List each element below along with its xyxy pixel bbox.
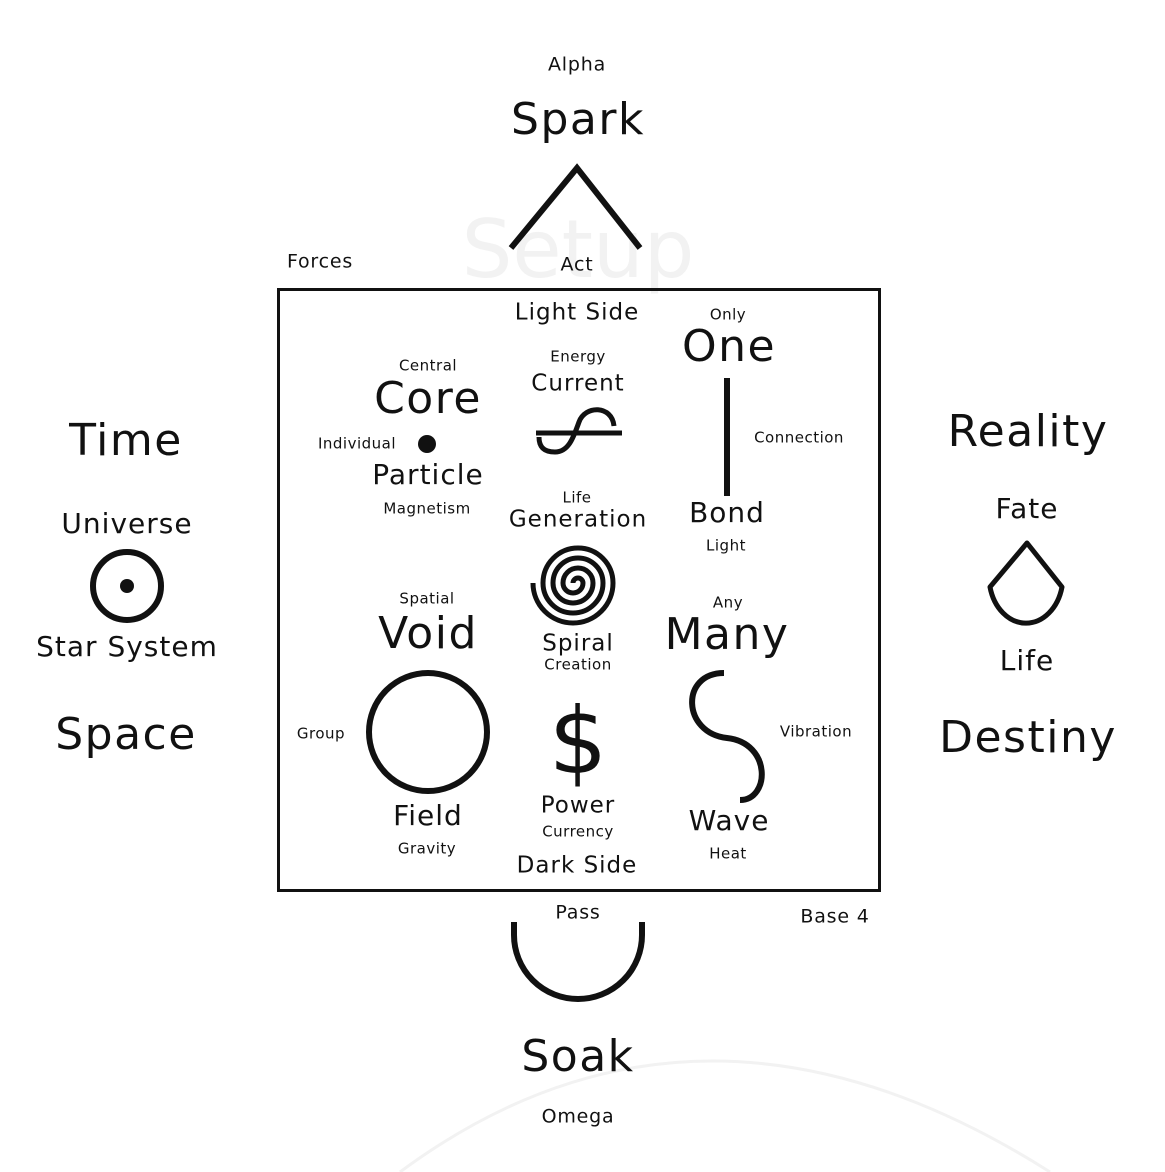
energy-label: Energy: [550, 347, 606, 366]
time-title: Time: [69, 415, 183, 466]
central-label: Central: [398, 356, 458, 375]
void-title: Void: [378, 608, 478, 659]
fate-drop-icon: [987, 540, 1065, 626]
space-title: Space: [55, 709, 197, 760]
star-system-icon: [90, 549, 164, 623]
spark-caret-icon: [508, 163, 643, 250]
forces-box: [277, 288, 881, 892]
forces-label: Forces: [286, 250, 354, 273]
spatial-label: Spatial: [399, 589, 455, 608]
particle-dot-icon: [418, 435, 436, 453]
current-label: Current: [531, 370, 625, 397]
wave-label: Wave: [688, 804, 770, 837]
creation-label: Creation: [544, 655, 612, 674]
heat-label: Heat: [709, 844, 747, 863]
star-system-dot-icon: [120, 579, 134, 593]
act-label: Act: [560, 253, 594, 276]
field-circle-icon: [366, 670, 490, 794]
dollar-icon: $: [548, 688, 608, 795]
spiral-icon: [530, 545, 616, 626]
generation-label: Generation: [508, 506, 648, 533]
star-system-label: Star System: [36, 630, 218, 663]
light-label: Light: [706, 536, 746, 555]
pass-label: Pass: [555, 901, 601, 924]
soak-cup-icon: [511, 922, 645, 1002]
light-side-label: Light Side: [514, 299, 640, 326]
currency-label: Currency: [542, 822, 614, 841]
bond-label: Bond: [689, 496, 765, 529]
individual-label: Individual: [317, 434, 397, 453]
reality-title: Reality: [947, 406, 1109, 457]
life-small-label: Life: [562, 488, 592, 507]
fate-label: Fate: [995, 492, 1059, 525]
destiny-title: Destiny: [939, 712, 1117, 763]
any-label: Any: [712, 593, 744, 612]
life-label: Life: [999, 644, 1055, 677]
power-label: Power: [540, 792, 616, 819]
alpha-label: Alpha: [547, 53, 607, 76]
vibration-label: Vibration: [779, 722, 853, 741]
base-label: Base 4: [800, 905, 870, 928]
connection-label: Connection: [754, 428, 844, 447]
group-label: Group: [296, 724, 346, 743]
one-title: One: [681, 321, 777, 372]
core-title: Core: [374, 373, 482, 424]
wave-curve-icon: [689, 670, 765, 803]
field-label: Field: [393, 799, 463, 832]
particle-label: Particle: [372, 458, 484, 491]
magnetism-label: Magnetism: [383, 499, 471, 518]
watermark-arc: [399, 1059, 1051, 1172]
watermark-setup: Setup: [461, 203, 695, 296]
omega-label: Omega: [541, 1105, 615, 1128]
dark-side-label: Dark Side: [516, 852, 638, 879]
gravity-label: Gravity: [397, 839, 457, 858]
only-label: Only: [709, 305, 747, 324]
universe-label: Universe: [61, 507, 193, 540]
spiral-label: Spiral: [542, 630, 614, 657]
many-title: Many: [664, 609, 790, 660]
current-s-icon: [536, 407, 617, 455]
spark-title: Spark: [511, 94, 645, 145]
soak-title: Soak: [521, 1031, 635, 1082]
